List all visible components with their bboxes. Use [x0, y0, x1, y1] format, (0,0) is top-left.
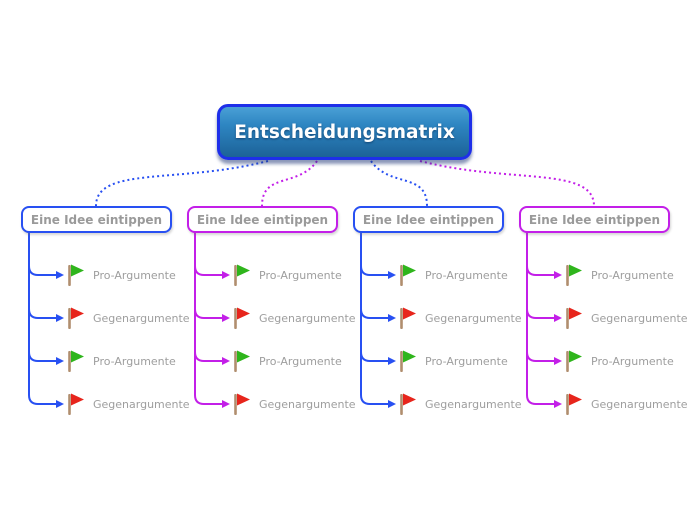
branch-elbow-4-1	[526, 265, 554, 276]
subtopic-label: Pro-Argumente	[93, 268, 176, 282]
branch-elbow-1-3	[28, 351, 56, 362]
arrowhead-3-4	[388, 400, 396, 408]
red-flag-icon	[400, 307, 416, 329]
red-flag-icon	[234, 393, 250, 415]
subtopic-label: Pro-Argumente	[93, 354, 176, 368]
subtopic-gegenargumente[interactable]: Gegenargumente	[65, 306, 190, 330]
root-topic[interactable]: Entscheidungsmatrix	[217, 104, 472, 160]
subtopic-label: Gegenargumente	[259, 397, 356, 411]
red-flag-icon	[68, 307, 84, 329]
subtopic-pro-argumente[interactable]: Pro-Argumente	[65, 349, 176, 373]
arrowhead-4-1	[554, 271, 562, 279]
branch-elbow-4-3	[526, 351, 554, 362]
subtopic-label: Pro-Argumente	[591, 268, 674, 282]
branch-elbow-2-3	[194, 351, 222, 362]
red-flag-icon	[566, 307, 582, 329]
subtopic-gegenargumente[interactable]: Gegenargumente	[231, 392, 356, 416]
subtopic-label: Pro-Argumente	[425, 268, 508, 282]
subtopic-pro-argumente[interactable]: Pro-Argumente	[563, 349, 674, 373]
branch-elbow-2-1	[194, 265, 222, 276]
branch-elbow-1-2	[28, 308, 56, 319]
subtopic-gegenargumente[interactable]: Gegenargumente	[563, 306, 688, 330]
subtopic-label: Pro-Argumente	[259, 268, 342, 282]
arrowhead-4-2	[554, 314, 562, 322]
subtopic-label: Gegenargumente	[591, 311, 688, 325]
branch-elbow-4-2	[526, 308, 554, 319]
subtopic-gegenargumente[interactable]: Gegenargumente	[397, 392, 522, 416]
red-flag-icon	[566, 393, 582, 415]
green-flag-icon	[566, 350, 582, 372]
arrowhead-3-3	[388, 357, 396, 365]
subtopic-pro-argumente[interactable]: Pro-Argumente	[65, 263, 176, 287]
connector-root-branch-2	[261, 160, 318, 207]
green-flag-icon	[68, 350, 84, 372]
idea-topic-2[interactable]: Eine Idee eintippen	[187, 206, 338, 233]
green-flag-icon	[68, 264, 84, 286]
idea-topic-1[interactable]: Eine Idee eintippen	[21, 206, 172, 233]
subtopic-gegenargumente[interactable]: Gegenargumente	[563, 392, 688, 416]
connector-root-branch-3	[370, 160, 428, 207]
branch-elbow-3-2	[360, 308, 388, 319]
subtopic-pro-argumente[interactable]: Pro-Argumente	[231, 263, 342, 287]
green-flag-icon	[566, 264, 582, 286]
green-flag-icon	[400, 264, 416, 286]
arrowhead-1-3	[56, 357, 64, 365]
connector-root-branch-1	[95, 160, 269, 207]
red-flag-icon	[400, 393, 416, 415]
subtopic-label: Gegenargumente	[425, 397, 522, 411]
arrowhead-2-3	[222, 357, 230, 365]
arrowhead-3-2	[388, 314, 396, 322]
subtopic-pro-argumente[interactable]: Pro-Argumente	[563, 263, 674, 287]
green-flag-icon	[400, 350, 416, 372]
subtopic-pro-argumente[interactable]: Pro-Argumente	[397, 263, 508, 287]
arrowhead-3-1	[388, 271, 396, 279]
subtopic-label: Gegenargumente	[93, 397, 190, 411]
branch-trunk-2	[194, 232, 222, 405]
branch-elbow-2-2	[194, 308, 222, 319]
branch-elbow-3-3	[360, 351, 388, 362]
arrowhead-1-1	[56, 271, 64, 279]
green-flag-icon	[234, 350, 250, 372]
idea-topic-4[interactable]: Eine Idee eintippen	[519, 206, 670, 233]
arrowhead-2-2	[222, 314, 230, 322]
subtopic-label: Pro-Argumente	[425, 354, 508, 368]
red-flag-icon	[68, 393, 84, 415]
subtopic-label: Gegenargumente	[425, 311, 522, 325]
arrowhead-1-2	[56, 314, 64, 322]
subtopic-gegenargumente[interactable]: Gegenargumente	[65, 392, 190, 416]
branch-elbow-3-1	[360, 265, 388, 276]
arrowhead-4-4	[554, 400, 562, 408]
subtopic-label: Gegenargumente	[591, 397, 688, 411]
subtopic-label: Gegenargumente	[259, 311, 356, 325]
branch-trunk-1	[28, 232, 56, 405]
subtopic-gegenargumente[interactable]: Gegenargumente	[231, 306, 356, 330]
subtopic-pro-argumente[interactable]: Pro-Argumente	[397, 349, 508, 373]
green-flag-icon	[234, 264, 250, 286]
arrowhead-2-4	[222, 400, 230, 408]
arrowhead-1-4	[56, 400, 64, 408]
subtopic-label: Pro-Argumente	[591, 354, 674, 368]
branch-elbow-1-1	[28, 265, 56, 276]
subtopic-label: Pro-Argumente	[259, 354, 342, 368]
subtopic-pro-argumente[interactable]: Pro-Argumente	[231, 349, 342, 373]
subtopic-gegenargumente[interactable]: Gegenargumente	[397, 306, 522, 330]
arrowhead-4-3	[554, 357, 562, 365]
idea-topic-3[interactable]: Eine Idee eintippen	[353, 206, 504, 233]
branch-trunk-4	[526, 232, 554, 405]
red-flag-icon	[234, 307, 250, 329]
subtopic-label: Gegenargumente	[93, 311, 190, 325]
branch-trunk-3	[360, 232, 388, 405]
connector-root-branch-4	[419, 160, 595, 207]
arrowhead-2-1	[222, 271, 230, 279]
